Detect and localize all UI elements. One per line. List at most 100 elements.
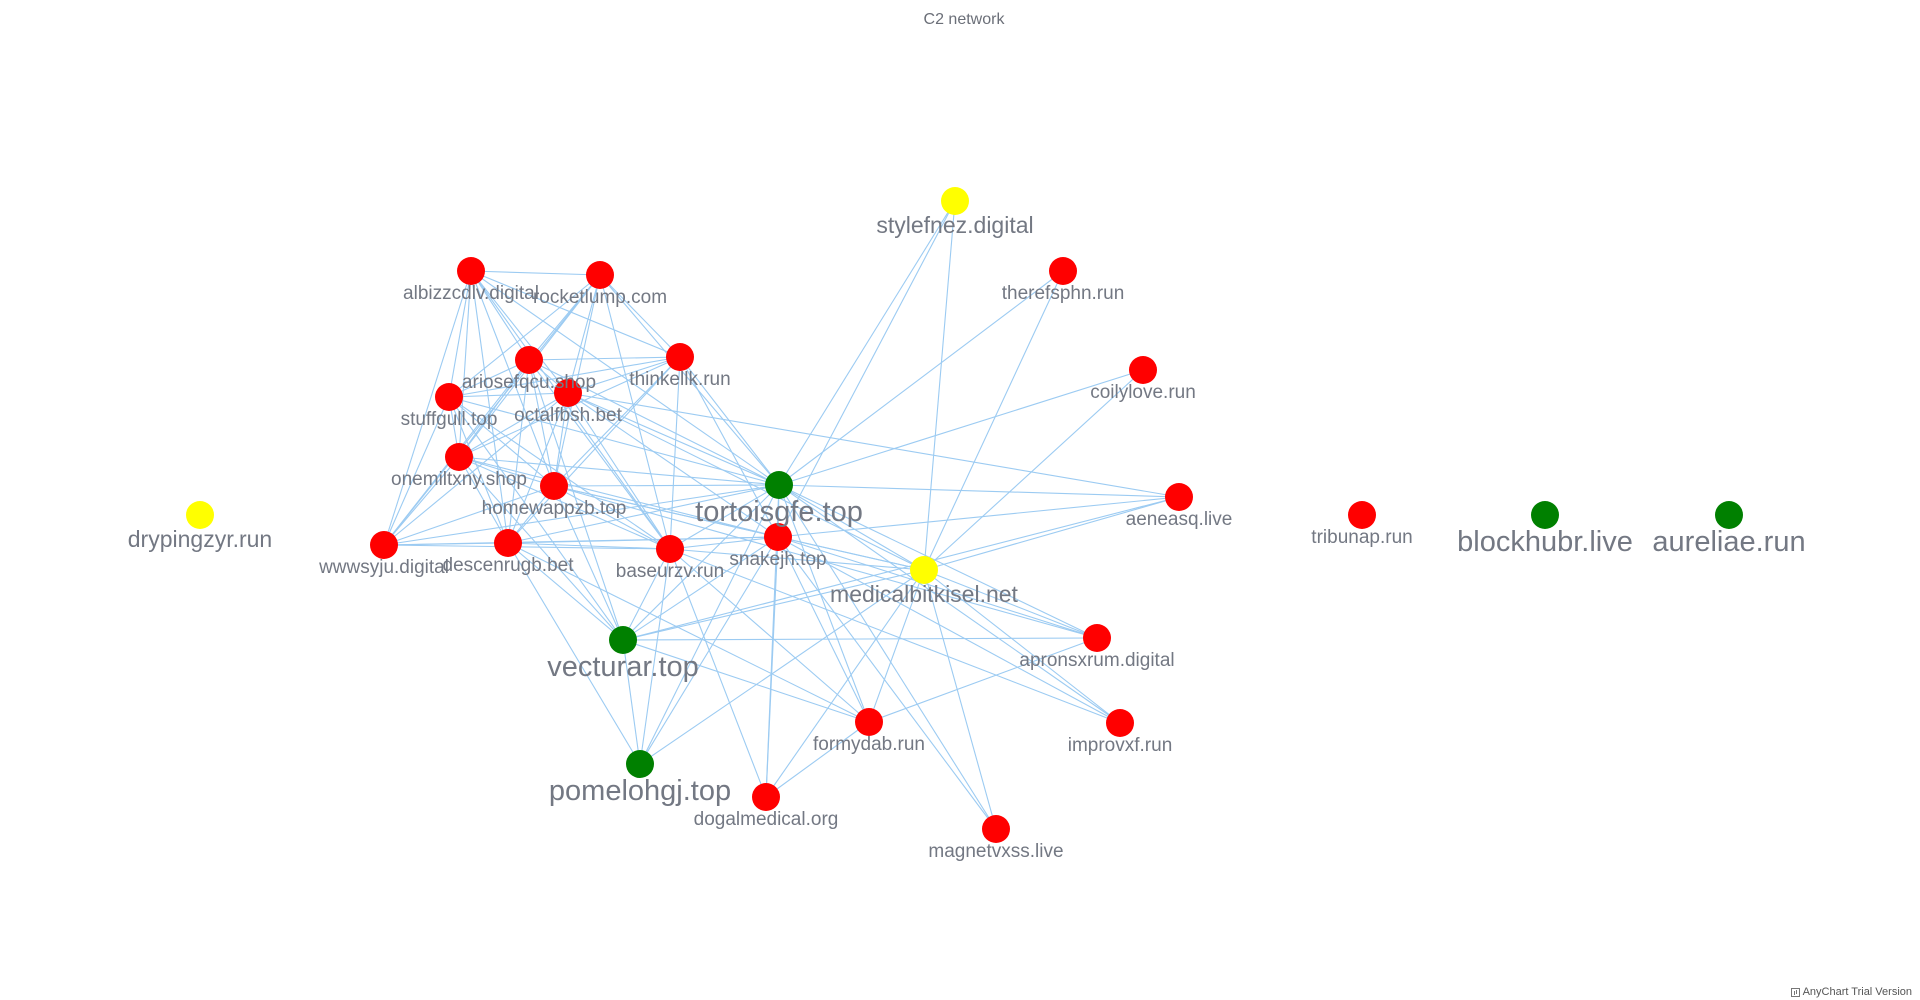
node-onemiltxny.shop[interactable] xyxy=(445,443,473,471)
node-label-wwwsyju.digital: wwwsyju.digital xyxy=(318,557,449,578)
edge-baseurzv.run--snakejh.top xyxy=(669,536,779,550)
edge-octalfbsh.bet--homewappzb.top xyxy=(553,392,569,487)
edge-descenrugb.bet--tortoisgfe.top xyxy=(507,484,780,544)
edge-thinkellk.run--octalfbsh.bet xyxy=(567,356,681,394)
node-tortoisgfe.top[interactable] xyxy=(765,471,793,499)
node-label-stuffgull.top: stuffgull.top xyxy=(401,409,498,430)
edge-octalfbsh.bet--onemiltxny.shop xyxy=(458,392,569,458)
edge-rocketlump.com--octalfbsh.bet xyxy=(567,274,601,394)
node-stylefnez.digital[interactable] xyxy=(941,187,969,215)
edge-wwwsyju.digital--tortoisgfe.top xyxy=(383,484,780,546)
edge-wwwsyju.digital--baseurzv.run xyxy=(383,544,671,550)
edge-snakejh.top--aeneasq.live xyxy=(777,496,1180,538)
edge-snakejh.top--magnetvxss.live xyxy=(777,536,997,830)
edge-medicalbitkisel.net--coilylove.run xyxy=(923,369,1144,571)
node-albizzcdlv.digital[interactable] xyxy=(457,257,485,285)
node-vecturar.top[interactable] xyxy=(609,626,637,654)
node-coilylove.run[interactable] xyxy=(1129,356,1157,384)
edge-albizzcdlv.digital--rocketlump.com xyxy=(470,270,601,276)
node-aeneasq.live[interactable] xyxy=(1165,483,1193,511)
edge-thinkellk.run--baseurzv.run xyxy=(669,356,681,550)
edge-octalfbsh.bet--snakejh.top xyxy=(567,392,779,538)
node-layer xyxy=(186,187,1743,843)
edge-vecturar.top--apronsxrum.digital xyxy=(622,637,1098,641)
credit-text: AnyChart Trial Version xyxy=(1802,986,1912,998)
edge-homewappzb.top--apronsxrum.digital xyxy=(553,485,1098,639)
node-aureliae.run[interactable] xyxy=(1715,501,1743,529)
edge-onemiltxny.shop--homewappzb.top xyxy=(458,456,555,487)
edge-stuffgull.top--vecturar.top xyxy=(448,396,624,641)
edge-descenrugb.bet--baseurzv.run xyxy=(507,542,671,550)
node-dogalmedical.org[interactable] xyxy=(752,783,780,811)
node-blockhubr.live[interactable] xyxy=(1531,501,1559,529)
edge-rocketlump.com--tortoisgfe.top xyxy=(599,274,780,486)
node-magnetvxss.live[interactable] xyxy=(982,815,1010,843)
node-medicalbitkisel.net[interactable] xyxy=(910,556,938,584)
edge-onemiltxny.shop--snakejh.top xyxy=(458,456,779,538)
node-baseurzv.run[interactable] xyxy=(656,535,684,563)
node-snakejh.top[interactable] xyxy=(764,523,792,551)
edge-baseurzv.run--improvxf.run xyxy=(669,548,1121,724)
edge-formydab.run--dogalmedical.org xyxy=(765,721,870,798)
edge-vecturar.top--pomelohgj.top xyxy=(622,639,641,765)
node-label-rocketlump.com: rocketlump.com xyxy=(533,287,667,308)
edge-rocketlump.com--homewappzb.top xyxy=(553,274,601,487)
node-improvxf.run[interactable] xyxy=(1106,709,1134,737)
edge-onemiltxny.shop--tortoisgfe.top xyxy=(458,456,780,486)
node-label-tortoisgfe.top: tortoisgfe.top xyxy=(695,496,863,528)
edge-medicalbitkisel.net--dogalmedical.org xyxy=(765,569,925,798)
edge-medicalbitkisel.net--improvxf.run xyxy=(923,569,1121,724)
node-octalfbsh.bet[interactable] xyxy=(554,379,582,407)
edge-tortoisgfe.top--aeneasq.live xyxy=(778,484,1180,498)
node-formydab.run[interactable] xyxy=(855,708,883,736)
node-label-onemiltxny.shop: onemiltxny.shop xyxy=(391,469,527,490)
node-rocketlump.com[interactable] xyxy=(586,261,614,289)
edge-octalfbsh.bet--aeneasq.live xyxy=(567,392,1180,498)
node-wwwsyju.digital[interactable] xyxy=(370,531,398,559)
node-label-baseurzv.run: baseurzv.run xyxy=(616,561,724,582)
node-therefsphn.run[interactable] xyxy=(1049,257,1077,285)
edge-baseurzv.run--vecturar.top xyxy=(622,548,671,641)
edge-layer xyxy=(383,200,1180,830)
node-stuffgull.top[interactable] xyxy=(435,383,463,411)
edge-tortoisgfe.top--vecturar.top xyxy=(622,484,780,641)
edge-medicalbitkisel.net--snakejh.top xyxy=(777,536,925,571)
node-tribunap.run[interactable] xyxy=(1348,501,1376,529)
edge-onemiltxny.shop--baseurzv.run xyxy=(458,456,671,550)
edge-stuffgull.top--octalfbsh.bet xyxy=(448,392,569,398)
node-label-improvxf.run: improvxf.run xyxy=(1068,735,1173,756)
edge-onemiltxny.shop--descenrugb.bet xyxy=(458,456,509,544)
node-label-pomelohgj.top: pomelohgj.top xyxy=(549,775,731,807)
label-layer: stylefnez.digitalalbizzcdlv.digitalrocke… xyxy=(128,212,1806,862)
edge-rocketlump.com--wwwsyju.digital xyxy=(383,274,601,546)
chart-logo-icon xyxy=(1790,987,1800,997)
node-homewappzb.top[interactable] xyxy=(540,472,568,500)
node-thinkellk.run[interactable] xyxy=(666,343,694,371)
edge-tortoisgfe.top--formydab.run xyxy=(778,484,870,723)
anychart-credit[interactable]: AnyChart Trial Version xyxy=(1790,986,1912,998)
node-label-thinkellk.run: thinkellk.run xyxy=(629,369,730,390)
node-drypingzyr.run[interactable] xyxy=(186,501,214,529)
edge-thinkellk.run--homewappzb.top xyxy=(553,356,681,487)
node-ariosefqcu.shop[interactable] xyxy=(515,346,543,374)
node-descenrugb.bet[interactable] xyxy=(494,529,522,557)
edge-snakejh.top--vecturar.top xyxy=(622,536,779,641)
node-label-coilylove.run: coilylove.run xyxy=(1090,382,1196,403)
node-label-vecturar.top: vecturar.top xyxy=(547,651,699,683)
edge-baseurzv.run--tortoisgfe.top xyxy=(669,484,780,550)
edge-stuffgull.top--wwwsyju.digital xyxy=(383,396,450,546)
edge-baseurzv.run--dogalmedical.org xyxy=(669,548,767,798)
edge-medicalbitkisel.net--stylefnez.digital xyxy=(923,200,956,571)
edge-stuffgull.top--baseurzv.run xyxy=(448,396,671,550)
edge-tortoisgfe.top--stylefnez.digital xyxy=(778,200,956,486)
edge-baseurzv.run--pomelohgj.top xyxy=(639,548,671,765)
edge-descenrugb.bet--formydab.run xyxy=(507,542,870,723)
edge-baseurzv.run--formydab.run xyxy=(669,548,870,723)
node-apronsxrum.digital[interactable] xyxy=(1083,624,1111,652)
edge-albizzcdlv.digital--ariosefqcu.shop xyxy=(470,270,530,361)
edge-ariosefqcu.shop--descenrugb.bet xyxy=(507,359,530,544)
edge-tortoisgfe.top--coilylove.run xyxy=(778,369,1144,486)
node-label-aureliae.run: aureliae.run xyxy=(1652,526,1805,558)
node-pomelohgj.top[interactable] xyxy=(626,750,654,778)
edge-ariosefqcu.shop--stuffgull.top xyxy=(448,359,530,398)
